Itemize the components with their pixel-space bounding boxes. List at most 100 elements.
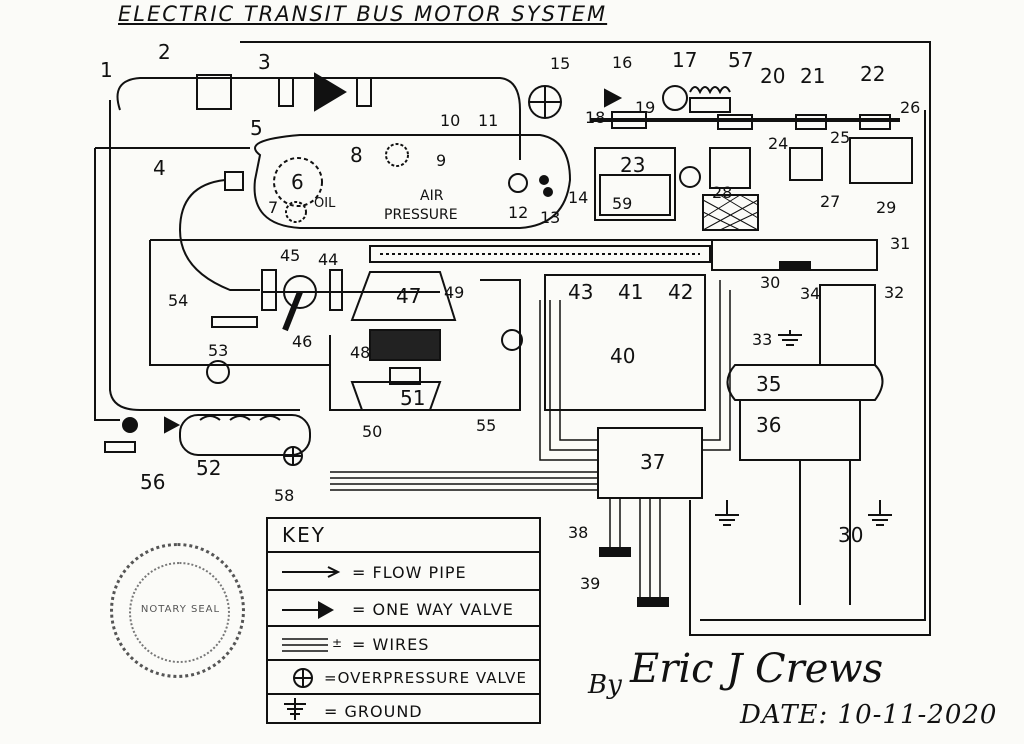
gear-belt <box>369 245 711 263</box>
element-3 <box>278 77 294 107</box>
node-56 <box>122 417 138 433</box>
label-41: 41 <box>618 280 644 304</box>
notary-stamp: NOTARY SEAL <box>110 543 245 678</box>
label-30a: 30 <box>760 273 781 292</box>
main-flow-loop <box>116 77 521 160</box>
flow-pipe-icon <box>282 566 341 578</box>
left-pipe <box>94 148 120 421</box>
label-35: 35 <box>756 372 782 396</box>
element-17 <box>662 85 688 111</box>
element-4 <box>224 171 244 191</box>
label-11: 11 <box>478 111 499 130</box>
label-6: 6 <box>291 170 304 194</box>
element-36 <box>739 399 861 461</box>
signature-name: Eric J Crews <box>630 646 884 692</box>
key-ground-text: = GROUND <box>324 702 423 721</box>
label-31: 31 <box>890 234 911 253</box>
element-53 <box>206 360 230 384</box>
label-29: 29 <box>876 198 897 217</box>
top-right-line <box>240 41 931 636</box>
label-58: 58 <box>274 486 295 505</box>
key-row-one-way-valve: = ONE WAY VALVE <box>268 589 539 625</box>
key-overpressure-valve-text: =OVERPRESSURE VALVE <box>324 669 527 687</box>
outer-flow-loop <box>109 100 300 411</box>
valve-16 <box>604 88 623 108</box>
label-2: 2 <box>158 40 171 64</box>
box-26 <box>849 137 913 184</box>
label-53: 53 <box>208 341 229 360</box>
label-56: 56 <box>140 470 166 494</box>
ground-33 <box>778 330 802 346</box>
battery-40 <box>544 274 706 411</box>
valve-12 <box>508 173 528 193</box>
label-5: 5 <box>250 116 263 140</box>
element-54 <box>211 316 258 328</box>
label-39: 39 <box>580 574 601 593</box>
label-18: 18 <box>585 108 606 127</box>
label-20: 20 <box>760 64 786 88</box>
element-52 <box>179 414 311 456</box>
oil-label: OIL <box>314 196 336 211</box>
label-46: 46 <box>292 332 313 351</box>
label-22: 22 <box>860 62 886 86</box>
label-42: 42 <box>668 280 694 304</box>
label-45: 45 <box>280 246 301 265</box>
key-wires-text: = WIRES <box>352 635 430 654</box>
legend-key: KEY = FLOW PIPE = ONE WAY VALVE ± = WIRE… <box>266 517 541 724</box>
element-55 <box>501 329 523 351</box>
element-44 <box>261 269 277 311</box>
label-51: 51 <box>400 386 426 410</box>
label-54: 54 <box>168 291 189 310</box>
signature-date: DATE: 10-11-2020 <box>740 700 998 730</box>
label-24: 24 <box>768 134 789 153</box>
filter-7 <box>285 201 307 223</box>
label-47: 47 <box>396 284 422 308</box>
valve-56 <box>164 416 181 434</box>
element-2 <box>196 74 232 110</box>
element-28 <box>679 166 701 188</box>
diagram-title: ELECTRIC TRANSIT BUS MOTOR SYSTEM <box>118 2 608 26</box>
pulley-18 <box>611 111 647 129</box>
label-1: 1 <box>100 58 113 82</box>
right-return-line <box>700 110 926 621</box>
pressure-label: PRESSURE <box>384 207 458 223</box>
label-57: 57 <box>728 48 754 72</box>
element-56 <box>104 441 136 453</box>
label-30b: 30 <box>838 523 864 547</box>
label-10: 10 <box>440 111 461 130</box>
label-14: 14 <box>568 188 589 207</box>
label-50: 50 <box>362 422 383 441</box>
gauge-8 <box>385 143 409 167</box>
element-3b <box>356 77 372 107</box>
label-19: 19 <box>635 98 656 117</box>
label-7: 7 <box>268 198 279 217</box>
label-4: 4 <box>153 156 166 180</box>
key-heading: KEY <box>282 523 326 547</box>
motor-47 <box>350 271 457 321</box>
connector-38 <box>599 547 631 557</box>
label-23: 23 <box>620 153 646 177</box>
key-row-ground: = GROUND <box>268 693 539 724</box>
label-55: 55 <box>476 416 497 435</box>
pulley-20 <box>717 114 753 130</box>
label-17: 17 <box>672 48 698 72</box>
label-13: 13 <box>540 208 561 227</box>
pulley-21 <box>795 114 827 130</box>
valve-13 <box>539 175 549 185</box>
stamp-text: NOTARY SEAL <box>140 604 221 615</box>
element-34 <box>779 261 811 271</box>
label-28: 28 <box>712 183 733 202</box>
air-label: AIR <box>420 188 444 204</box>
label-15: 15 <box>550 54 571 73</box>
label-3: 3 <box>258 50 271 74</box>
label-26: 26 <box>900 98 921 117</box>
signature-by: By <box>588 670 622 700</box>
ground-right <box>868 500 892 526</box>
svg-text:±: ± <box>332 636 342 650</box>
one-way-valve-3 <box>314 72 347 112</box>
label-33: 33 <box>752 330 773 349</box>
key-row-overpressure-valve: =OVERPRESSURE VALVE <box>268 659 539 693</box>
label-52: 52 <box>196 456 222 480</box>
box-59-area <box>599 174 671 216</box>
label-49: 49 <box>444 283 465 302</box>
